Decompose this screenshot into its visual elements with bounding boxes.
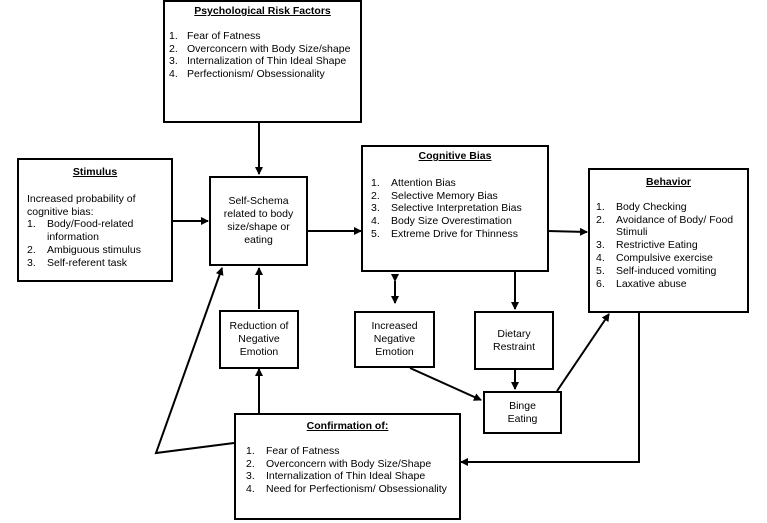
confirmation-title: Confirmation of: — [306, 420, 389, 432]
stimulus-item: 2.Ambiguous stimulus — [27, 243, 141, 256]
self-schema-box: Self-Schema related to body size/shape o… — [209, 176, 308, 266]
reduction-negative-emotion-box: Reduction of Negative Emotion — [219, 310, 299, 369]
psych-risk-factors-box: Psychological Risk Factors 1.Fear of Fat… — [163, 0, 362, 123]
self-schema-text: Self-Schema related to body size/shape o… — [223, 195, 294, 246]
behavior-item: 4.Compulsive exercise — [596, 251, 713, 264]
cognitive-bias-title: Cognitive Bias — [418, 150, 492, 162]
stimulus-title: Stimulus — [72, 166, 118, 178]
binge-eating-box: Binge Eating — [483, 391, 562, 434]
stimulus-intro: Increased probability of cognitive bias: — [27, 192, 136, 218]
arrow-bias-to-behavior — [547, 227, 588, 236]
psych-risk-title: Psychological Risk Factors — [194, 5, 331, 17]
cognitive-bias-item: 5.Extreme Drive for Thinness — [371, 227, 519, 240]
confirmation-box: Confirmation of: 1.Fear of Fatness 2.Ove… — [234, 413, 461, 520]
behavior-box: Behavior 1.Body Checking 2.Avoidance of … — [588, 168, 749, 313]
cognitive-bias-item: 3.Selective Interpretation Bias — [371, 202, 522, 215]
dietary-restraint-box: Dietary Restraint — [474, 311, 554, 370]
dietary-text: Dietary Restraint — [492, 327, 535, 353]
confirmation-item: 3.Internalization of Thin Ideal Shape — [246, 470, 426, 483]
behavior-item: 6.Laxative abuse — [596, 277, 687, 290]
reduction-text: Reduction of Negative Emotion — [229, 320, 289, 358]
stimulus-box: Stimulus Increased probability of cognit… — [17, 158, 173, 282]
stimulus-item: 3.Self-referent task — [27, 256, 127, 269]
arrow-neg-emotion-to-binge — [409, 367, 482, 401]
stimulus-item: 1.Body/Food-related information — [27, 218, 134, 244]
increased-negative-text: Increased Negative Emotion — [371, 320, 418, 358]
psych-risk-item: 2.Overconcern with Body Size/shape — [169, 42, 351, 55]
behavior-item: 3.Restrictive Eating — [596, 239, 698, 252]
arrow-binge-to-behavior — [556, 313, 610, 392]
increased-negative-emotion-box: Increased Negative Emotion — [354, 311, 435, 368]
behavior-item: 5.Self-induced vomiting — [596, 264, 717, 277]
cognitive-bias-item: 2.Selective Memory Bias — [371, 189, 498, 202]
psych-risk-item: 3.Internalization of Thin Ideal Shape — [169, 55, 347, 68]
confirmation-item: 4.Need for Perfectionism/ Obsessionality — [246, 483, 447, 496]
behavior-item: 1.Body Checking — [596, 200, 687, 213]
psych-risk-item: 4.Perfectionism/ Obsessionality — [169, 68, 325, 81]
binge-text: Binge Eating — [507, 399, 538, 425]
confirmation-item: 2.Overconcern with Body Size/Shape — [246, 457, 432, 470]
cognitive-bias-item: 4.Body Size Overestimation — [371, 215, 512, 228]
behavior-item: 2.Avoidance of Body/ Food Stimuli — [596, 213, 734, 239]
cognitive-bias-box: Cognitive Bias 1.Attention Bias 2.Select… — [361, 145, 549, 272]
cognitive-bias-item: 1.Attention Bias — [371, 176, 456, 189]
confirmation-item: 1.Fear of Fatness — [246, 444, 340, 457]
behavior-title: Behavior — [646, 176, 691, 188]
psych-risk-item: 1.Fear of Fatness — [169, 29, 261, 42]
